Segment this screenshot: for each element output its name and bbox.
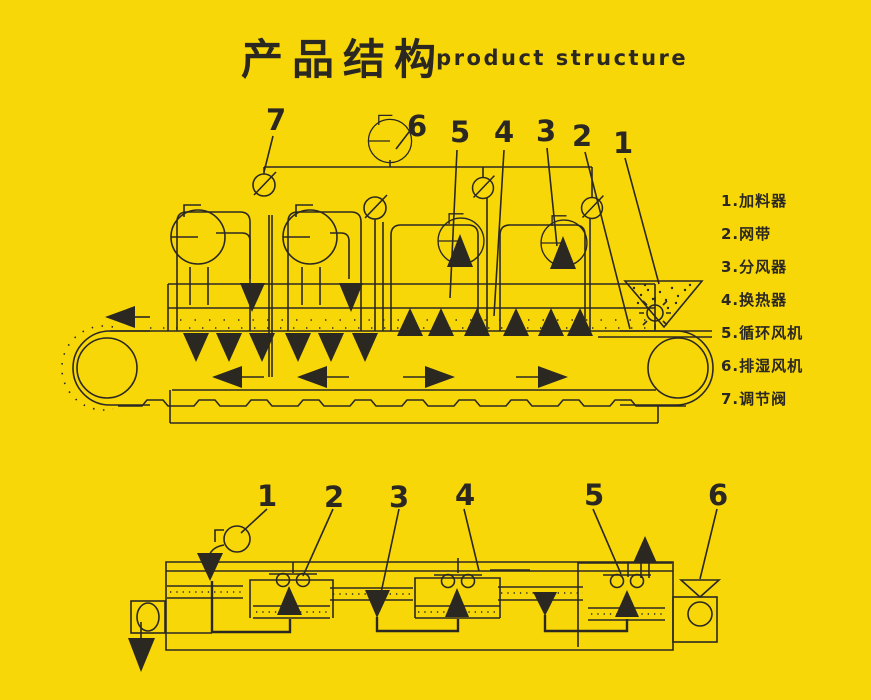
feeder-hopper-icon bbox=[623, 280, 704, 329]
bottom-callout-3: 3 bbox=[389, 480, 410, 514]
return-air-ducts bbox=[210, 581, 629, 634]
page-title-english: /product structure bbox=[426, 46, 689, 70]
callout-leader-lines bbox=[240, 508, 718, 594]
regulating-valve-icon bbox=[363, 194, 388, 220]
legend-item-mesh-belt: 2.网带 bbox=[721, 225, 772, 243]
legend-item-heat-exchanger: 4.换热器 bbox=[721, 291, 788, 309]
bottom-callout-5: 5 bbox=[584, 478, 605, 512]
regulating-valve-icon bbox=[471, 174, 496, 200]
callout-leader-lines bbox=[263, 131, 660, 330]
airflow-arrows bbox=[105, 234, 593, 388]
legend: 1.加料器 2.网带 3.分风器 4.换热器 5.循环风机 6.排湿风机 7.调… bbox=[721, 190, 803, 421]
legend-item-circulating-fan: 5.循环风机 bbox=[721, 324, 804, 342]
bottom-dryer bbox=[128, 508, 722, 672]
top-callout-3: 3 bbox=[536, 114, 557, 148]
regulating-valve-icon bbox=[252, 171, 277, 197]
top-callout-5: 5 bbox=[450, 115, 471, 149]
legend-item-feeder: 1.加料器 bbox=[721, 192, 788, 210]
legend-item-air-distributor: 3.分风器 bbox=[721, 258, 788, 276]
mesh-belt-strips bbox=[167, 585, 665, 621]
legend-item-regulating-valve: 7.调节阀 bbox=[721, 390, 788, 408]
bottom-callout-1: 1 bbox=[257, 479, 278, 513]
infeed-roller-box bbox=[672, 596, 718, 643]
discharge-roller-box bbox=[130, 600, 166, 634]
bottom-callout-2: 2 bbox=[324, 480, 345, 514]
top-dryer bbox=[61, 114, 714, 424]
top-callout-7: 7 bbox=[266, 103, 287, 137]
left-drum-roller bbox=[61, 325, 150, 411]
plenum-housing bbox=[167, 198, 659, 424]
top-callout-6: 6 bbox=[407, 109, 428, 143]
belt-sections bbox=[249, 558, 672, 647]
top-callout-2: 2 bbox=[572, 119, 593, 153]
belt-roller-pair bbox=[602, 573, 652, 589]
top-callout-4: 4 bbox=[494, 115, 515, 149]
top-callout-1: 1 bbox=[613, 126, 634, 160]
right-drum-roller bbox=[620, 330, 714, 406]
dryer-housing bbox=[130, 561, 722, 651]
bottom-callout-6: 6 bbox=[708, 478, 729, 512]
airflow-arrows bbox=[128, 536, 657, 672]
belt-roller-pair bbox=[433, 573, 483, 589]
regulating-valve-icon bbox=[580, 194, 605, 220]
agitator-icon bbox=[639, 297, 671, 329]
page-title-chinese: 产品结构 bbox=[241, 35, 446, 84]
belt-return-run bbox=[118, 399, 686, 407]
exhaust-manifold bbox=[263, 160, 593, 198]
material-dots bbox=[632, 283, 692, 310]
dehumidify-fan-icon bbox=[367, 114, 413, 164]
feed-funnel-icon bbox=[678, 579, 722, 599]
bottom-callout-4: 4 bbox=[455, 478, 476, 512]
legend-item-dehumidify-fan: 6.排湿风机 bbox=[721, 357, 804, 375]
